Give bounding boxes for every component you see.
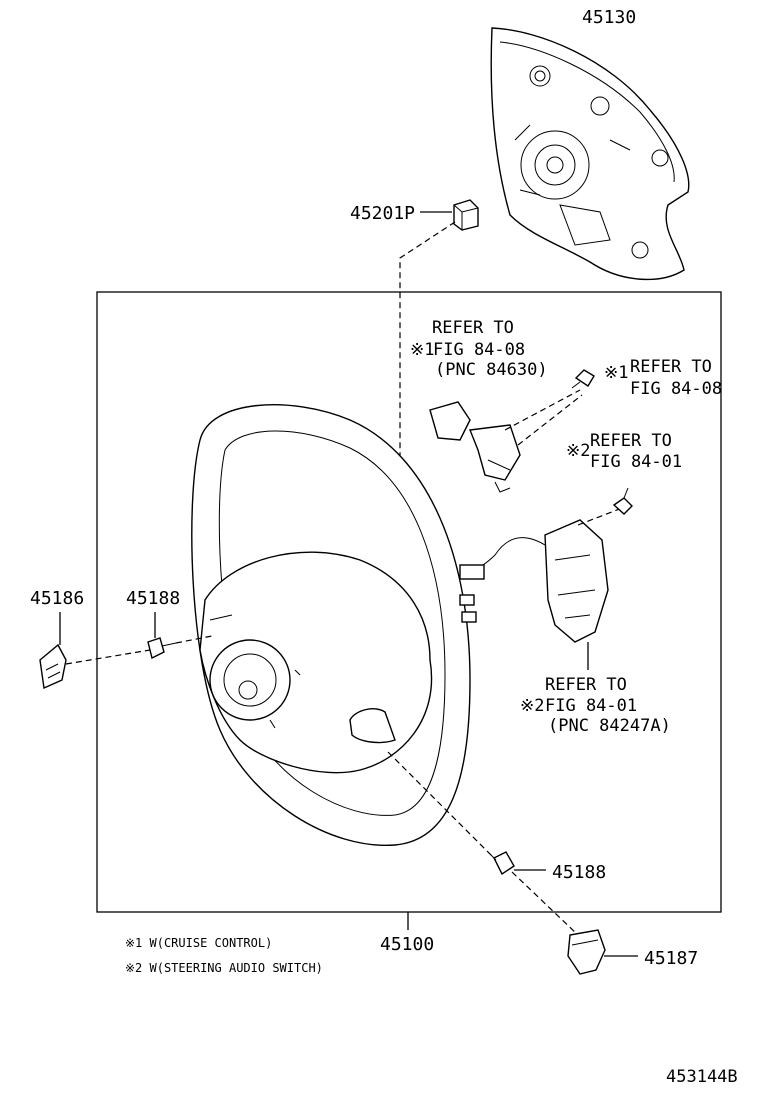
- cap-part[interactable]: [453, 199, 479, 231]
- part-number-45130: 45130: [582, 7, 636, 28]
- lower-cover-part[interactable]: [567, 929, 606, 975]
- part-number-45187: 45187: [644, 948, 698, 969]
- ref1-line1: REFER TO: [432, 318, 514, 338]
- cruise-control-switch-part[interactable]: [429, 401, 521, 493]
- dashed-guide-cruise: [504, 389, 583, 446]
- screw-audio-part[interactable]: [612, 487, 633, 515]
- part-number-45188-left: 45188: [126, 588, 180, 609]
- ref4-mark: ※2: [520, 696, 544, 716]
- steering-wheel-part[interactable]: [191, 404, 471, 847]
- diagram-id: 453144B: [666, 1067, 738, 1087]
- ref1-mark: ※1: [410, 340, 434, 360]
- part-number-45188-right: 45188: [552, 862, 606, 883]
- screw-right-part[interactable]: [487, 851, 515, 876]
- ref3-line1: REFER TO: [590, 431, 672, 451]
- ref1-line3: (PNC 84630): [435, 360, 548, 380]
- dashed-guide-left: [65, 649, 151, 665]
- screw-left-part[interactable]: [147, 637, 177, 660]
- ref2-line2: FIG 84-08: [630, 379, 722, 399]
- part-number-45186: 45186: [30, 588, 84, 609]
- ref1-line2: FIG 84-08: [433, 340, 525, 360]
- ref3-mark: ※2: [566, 441, 590, 461]
- screw-cruise-part[interactable]: [571, 369, 595, 389]
- part-number-45201P: 45201P: [350, 203, 415, 224]
- ref4-line2: FIG 84-01: [545, 696, 637, 716]
- footnote-1: ※1 W(CRUISE CONTROL): [125, 936, 272, 950]
- ref4-line3: (PNC 84247A): [548, 716, 671, 736]
- dashed-guide-45187: [511, 871, 579, 936]
- audio-switch-part[interactable]: [459, 519, 609, 643]
- assembly-frame: [96, 291, 722, 913]
- ref2-line1: REFER TO: [630, 357, 712, 377]
- footnote-2: ※2 W(STEERING AUDIO SWITCH): [125, 961, 323, 975]
- dashed-guide-left-screw: [175, 635, 213, 644]
- part-number-45100: 45100: [380, 934, 434, 955]
- left-cover-part[interactable]: [39, 643, 67, 690]
- dashed-guide-cap: [384, 221, 456, 613]
- airbag-pad-part[interactable]: [490, 27, 690, 281]
- ref2-mark: ※1: [604, 363, 628, 383]
- dashed-guide-audio: [577, 507, 623, 526]
- ref4-line1: REFER TO: [545, 675, 627, 695]
- dashed-guide-right-screw: [387, 751, 495, 859]
- ref3-line2: FIG 84-01: [590, 452, 682, 472]
